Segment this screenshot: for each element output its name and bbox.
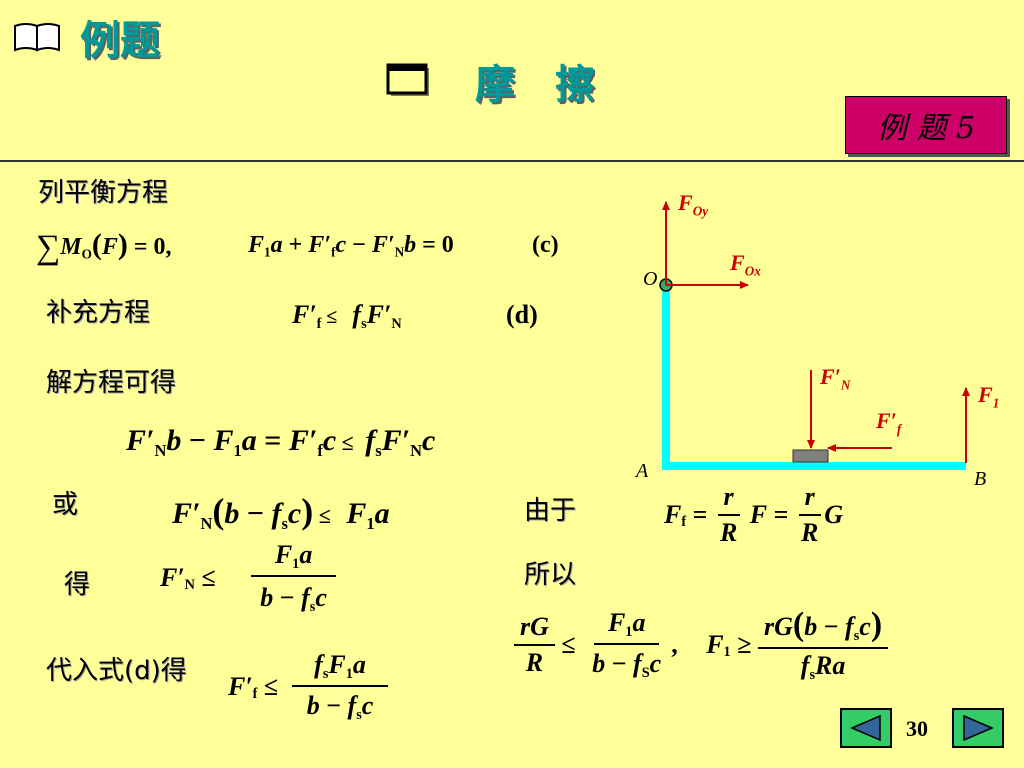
label-b: B (974, 468, 987, 490)
supplement-label: 补充方程 (46, 298, 151, 328)
label-foy: FOy (678, 190, 709, 219)
topic-title: 摩 擦 (475, 62, 595, 108)
prev-slide-button[interactable] (840, 708, 892, 748)
triangle-left-icon (850, 714, 881, 742)
l-frame (662, 285, 966, 470)
header-divider (0, 160, 1024, 162)
equation-c: F1a + F′fc − F′Nb = 0 (248, 232, 454, 260)
example-badge-text: 例 题 5 (876, 111, 976, 146)
or-label: 或 (52, 490, 79, 520)
book-icon (12, 20, 62, 59)
because-label: 由于 (524, 496, 577, 526)
equation-c-tag: (c) (532, 232, 559, 258)
label-o: O (643, 268, 658, 290)
friction-block (792, 449, 829, 463)
moment-equation: ∑MO(F) = 0, (36, 228, 172, 266)
triangle-right-icon (963, 714, 994, 742)
section-title: 例题 (80, 18, 160, 64)
solve-label: 解方程可得 (46, 368, 177, 398)
solved-equation: F′Nb − F1a = F′fc ≤ fsF′Nc (126, 424, 436, 460)
square-bullet-icon (385, 58, 437, 107)
label-a: A (636, 460, 649, 482)
get-label: 得 (64, 570, 91, 600)
equation-d-tag: (d) (506, 300, 538, 329)
therefore-label: 所以 (524, 560, 577, 590)
label-fox: FOx (730, 250, 761, 279)
frame-diagram (659, 201, 970, 470)
page-number: 30 (906, 716, 928, 741)
inequality-or: F′N(b − fsc) ≤ F1a (172, 491, 390, 533)
equilibrium-label: 列平衡方程 (38, 178, 169, 208)
substitute-label: 代入式(d)得 (46, 656, 187, 686)
example-badge: 例 题 5 (845, 96, 1007, 154)
next-slide-button[interactable] (952, 708, 1004, 748)
equation-d: F′f ≤ fsF′N (292, 300, 402, 332)
label-ff: F′f (876, 408, 902, 437)
label-f1: F1 (978, 382, 1000, 411)
label-fn: F′N (820, 364, 851, 393)
